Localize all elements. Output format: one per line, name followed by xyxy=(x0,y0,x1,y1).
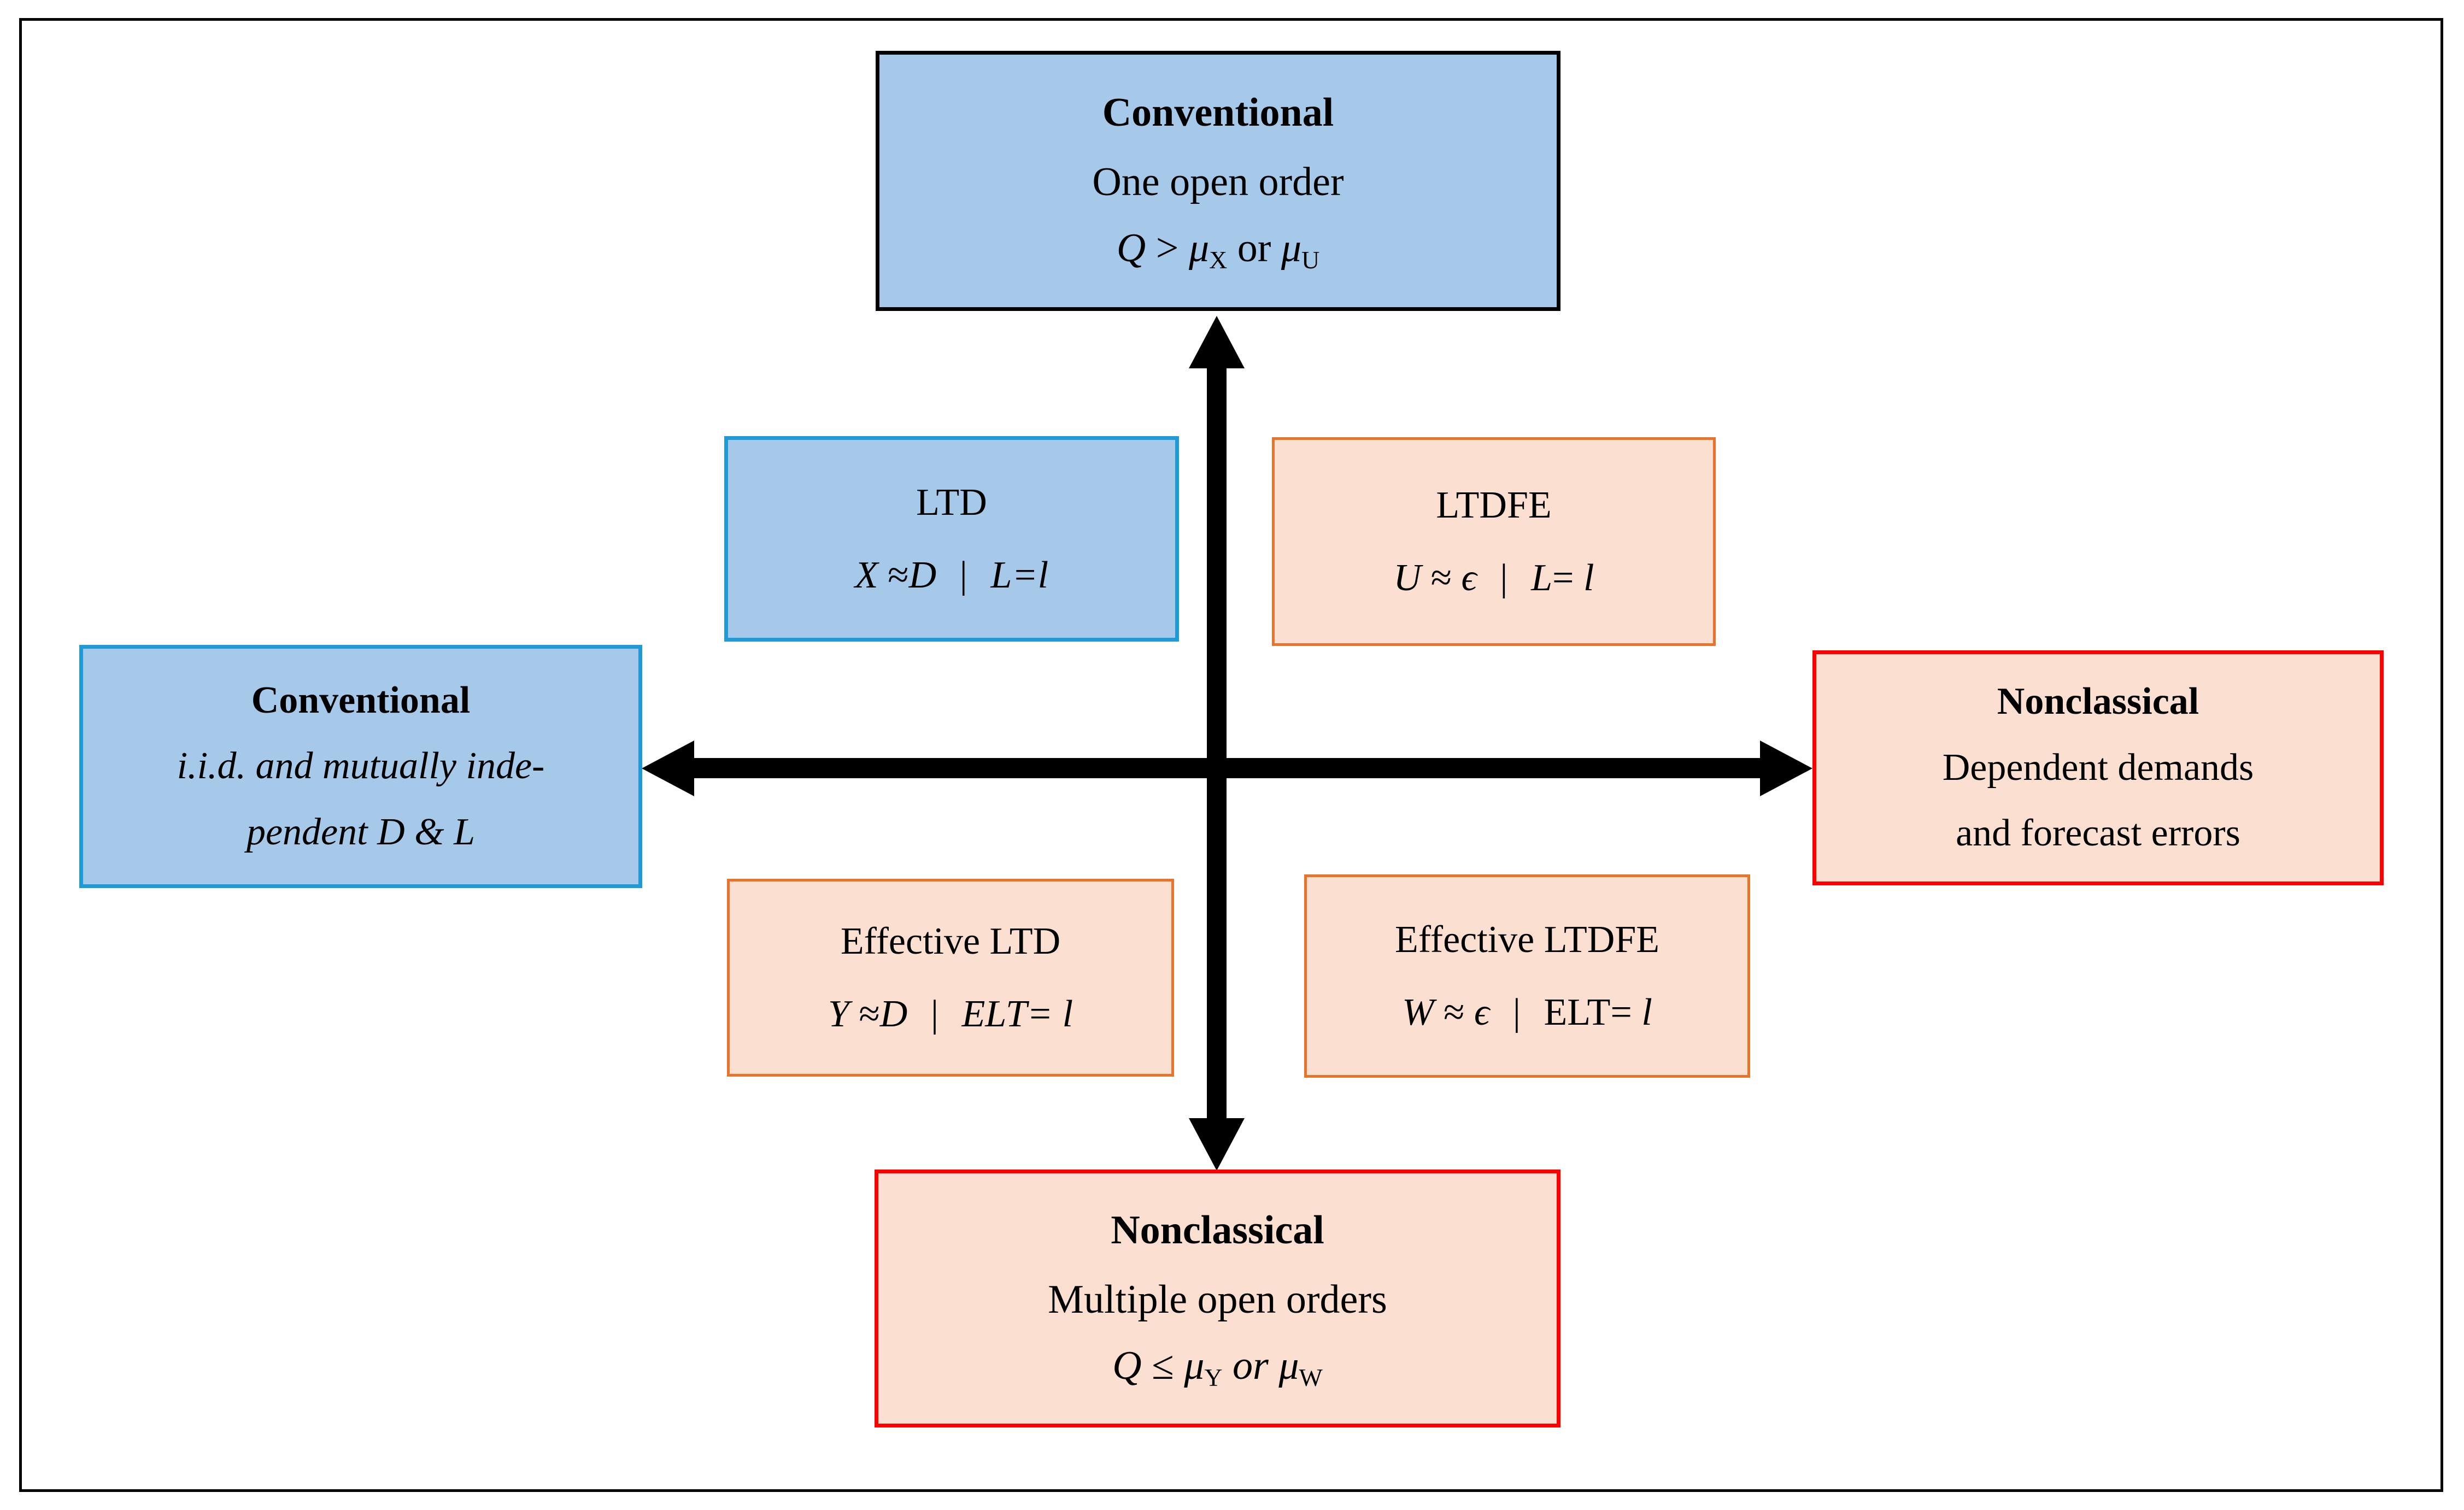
node-effective-ltd[interactable]: Effective LTD Y ≈D | ELT= l xyxy=(727,879,1174,1077)
node-top-formula-lhs: Q xyxy=(1116,226,1146,271)
node-ltd-formula-rhs: D xyxy=(908,554,937,596)
node-ltdfe-formula-cond-rhs: l xyxy=(1583,557,1594,599)
node-effective-ltd-formula-cond-lhs: ELT xyxy=(961,993,1027,1035)
node-ltd-formula-lhs: X xyxy=(854,554,878,596)
node-right-nonclassical[interactable]: Nonclassical Dependent demands and forec… xyxy=(1812,650,2384,885)
node-ltdfe[interactable]: LTDFE U ≈ ϵ | L= l xyxy=(1272,437,1716,646)
node-ltd-formula-cond-rel: = xyxy=(1012,554,1038,596)
figure-outer-frame xyxy=(19,18,2443,1492)
node-effective-ltdfe[interactable]: Effective LTDFE W ≈ ϵ | ELT= l xyxy=(1304,874,1750,1078)
node-ltd-formula-cond-rhs: l xyxy=(1037,554,1049,596)
node-ltd[interactable]: LTD X ≈D | L=l xyxy=(724,436,1179,642)
node-right-title: Nonclassical xyxy=(1997,680,2199,723)
node-ltdfe-formula-relation: ≈ xyxy=(1430,557,1452,599)
node-effective-ltdfe-formula: W ≈ ϵ | ELT= l xyxy=(1402,976,1652,1049)
node-ltdfe-formula-cond-lhs: L xyxy=(1531,557,1553,599)
horizontal-axis-right-shaft xyxy=(1217,758,1763,778)
node-bottom-nonclassical[interactable]: Nonclassical Multiple open orders Q ≤ μY… xyxy=(875,1170,1560,1427)
node-top-formula-term2-sub: U xyxy=(1301,245,1320,274)
node-effective-ltdfe-title: Effective LTDFE xyxy=(1394,919,1660,961)
node-effective-ltdfe-formula-cond-rel: = xyxy=(1610,991,1632,1033)
node-right-line1: Dependent demands xyxy=(1942,746,2254,789)
node-bottom-line1: Multiple open orders xyxy=(1048,1277,1387,1322)
node-ltd-formula: X ≈D | L=l xyxy=(855,539,1048,612)
node-effective-ltdfe-formula-relation: ≈ xyxy=(1444,991,1465,1033)
node-bottom-formula-term1-sub: Y xyxy=(1204,1363,1223,1391)
node-bottom-formula-term1-symbol: μ xyxy=(1184,1343,1205,1389)
node-bottom-formula-term2-sub: W xyxy=(1299,1363,1323,1391)
node-bottom-formula-term2-symbol: μ xyxy=(1278,1343,1299,1389)
node-left-line1: i.i.d. and mutually inde- xyxy=(177,745,545,788)
node-ltd-formula-relation: ≈ xyxy=(888,554,909,596)
node-bottom-formula: Q ≤ μY or μW xyxy=(1112,1337,1323,1396)
node-bottom-formula-relation: ≤ xyxy=(1152,1343,1174,1389)
vertical-axis-down-shaft xyxy=(1207,768,1227,1139)
arrow-left-icon xyxy=(642,741,694,796)
node-top-title: Conventional xyxy=(1102,90,1334,135)
arrow-right-icon xyxy=(1760,741,1812,796)
node-bottom-formula-conjunction: or xyxy=(1233,1343,1269,1389)
node-ltdfe-formula-bar: | xyxy=(1500,557,1508,599)
node-effective-ltd-formula-rhs: D xyxy=(879,993,908,1035)
node-left-title: Conventional xyxy=(251,679,471,721)
vertical-axis-up-shaft xyxy=(1207,367,1227,768)
node-ltd-title: LTD xyxy=(916,481,987,524)
node-bottom-title: Nonclassical xyxy=(1111,1207,1324,1253)
node-effective-ltd-formula: Y ≈D | ELT= l xyxy=(828,978,1073,1050)
node-bottom-formula-lhs: Q xyxy=(1112,1343,1142,1389)
node-effective-ltdfe-formula-cond-rhs: l xyxy=(1641,991,1652,1033)
node-effective-ltdfe-formula-cond-lhs: ELT xyxy=(1544,991,1611,1033)
node-effective-ltdfe-formula-lhs: W xyxy=(1402,991,1434,1033)
node-left-conventional[interactable]: Conventional i.i.d. and mutually inde- p… xyxy=(79,645,642,888)
node-effective-ltd-formula-relation: ≈ xyxy=(859,993,880,1035)
node-effective-ltdfe-formula-bar: | xyxy=(1512,991,1521,1033)
horizontal-axis-left-shaft xyxy=(690,758,1217,778)
node-left-line2: pendent D & L xyxy=(246,810,476,853)
node-ltdfe-formula-lhs: U xyxy=(1393,557,1422,599)
arrow-up-icon xyxy=(1189,316,1245,368)
node-top-formula-conjunction: or xyxy=(1237,226,1271,271)
node-ltdfe-formula: U ≈ ϵ | L= l xyxy=(1394,542,1594,614)
node-top-formula-term1-sub: X xyxy=(1209,245,1228,274)
node-top-conventional[interactable]: Conventional One open order Q > μX or μU xyxy=(876,51,1560,311)
node-effective-ltdfe-formula-rhs: ϵ xyxy=(1474,991,1490,1033)
node-ltd-formula-cond-lhs: L xyxy=(990,554,1012,596)
node-effective-ltd-formula-cond-rel: = xyxy=(1026,993,1053,1035)
node-top-formula-term1-symbol: μ xyxy=(1188,226,1210,271)
node-effective-ltd-formula-cond-rhs: l xyxy=(1062,993,1073,1035)
node-top-line1: One open order xyxy=(1092,159,1344,204)
node-ltd-formula-bar: | xyxy=(959,554,967,596)
node-effective-ltd-formula-lhs: Y xyxy=(828,993,849,1035)
node-top-formula-term2-symbol: μ xyxy=(1281,226,1302,271)
node-effective-ltd-title: Effective LTD xyxy=(840,920,1061,962)
node-ltdfe-formula-cond-rel: = xyxy=(1552,557,1574,599)
node-top-formula: Q > μX or μU xyxy=(1117,219,1319,278)
node-ltdfe-title: LTDFE xyxy=(1436,484,1552,526)
arrow-down-icon xyxy=(1189,1118,1245,1171)
node-right-line2: and forecast errors xyxy=(1956,812,2240,855)
node-effective-ltd-formula-bar: | xyxy=(930,993,938,1035)
node-ltdfe-formula-rhs: ϵ xyxy=(1461,557,1477,599)
node-top-formula-relation: > xyxy=(1155,226,1179,271)
